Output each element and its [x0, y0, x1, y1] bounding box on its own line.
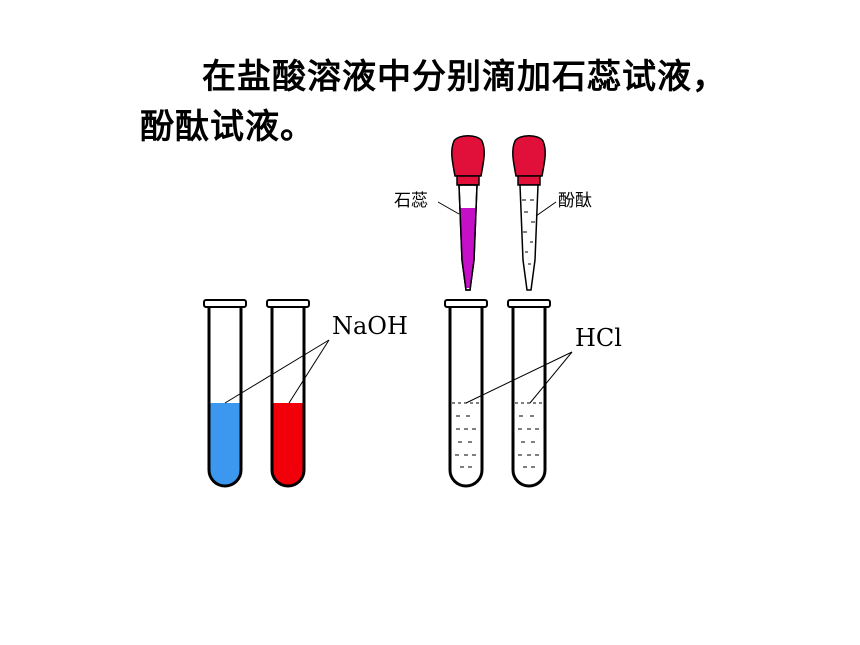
instruction-line-1: 在盐酸溶液中分别滴加石蕊试液，	[202, 57, 727, 97]
label-hcl: HCl	[575, 324, 622, 352]
label-litmus: 石蕊	[394, 191, 428, 211]
instruction-text: 在盐酸溶液中分别滴加石蕊试液， 酚酞试液。	[140, 52, 840, 152]
dropper-litmus	[451, 135, 485, 291]
label-naoh: NaOH	[332, 312, 408, 340]
label-phenolphthalein: 酚酞	[558, 191, 592, 211]
dropper-litmus-collar	[456, 175, 480, 186]
dropper-phenolphthalein-bulb	[512, 135, 546, 177]
tube-liquid-blue	[209, 403, 241, 486]
leader-naoh-2	[288, 339, 330, 404]
test-tube-naoh-blue	[203, 299, 247, 488]
leader-phenolphthalein	[535, 201, 557, 217]
leader-litmus	[437, 201, 460, 215]
leader-hcl-1	[465, 351, 573, 404]
tube-hcl-1-liquid-marks	[452, 402, 480, 468]
dropper-phenolphthalein	[512, 135, 546, 291]
leader-naoh-1	[224, 339, 330, 404]
dropper-phenolphthalein-collar	[517, 175, 541, 186]
dropper-phenolphthalein-tube	[519, 184, 539, 291]
tube-hcl-2-liquid-marks	[515, 402, 543, 468]
test-tube-naoh-red	[266, 299, 310, 488]
instruction-line-2: 酚酞试液。	[140, 107, 315, 147]
test-tube-hcl-2	[507, 299, 551, 488]
dropper-phenolphthalein-liquid-marks	[522, 199, 535, 265]
tube-liquid-red	[272, 403, 304, 486]
test-tube-hcl-1	[444, 299, 488, 488]
dropper-litmus-bulb	[451, 135, 485, 177]
leader-hcl-2	[529, 351, 573, 404]
dropper-litmus-liquid	[460, 208, 476, 288]
